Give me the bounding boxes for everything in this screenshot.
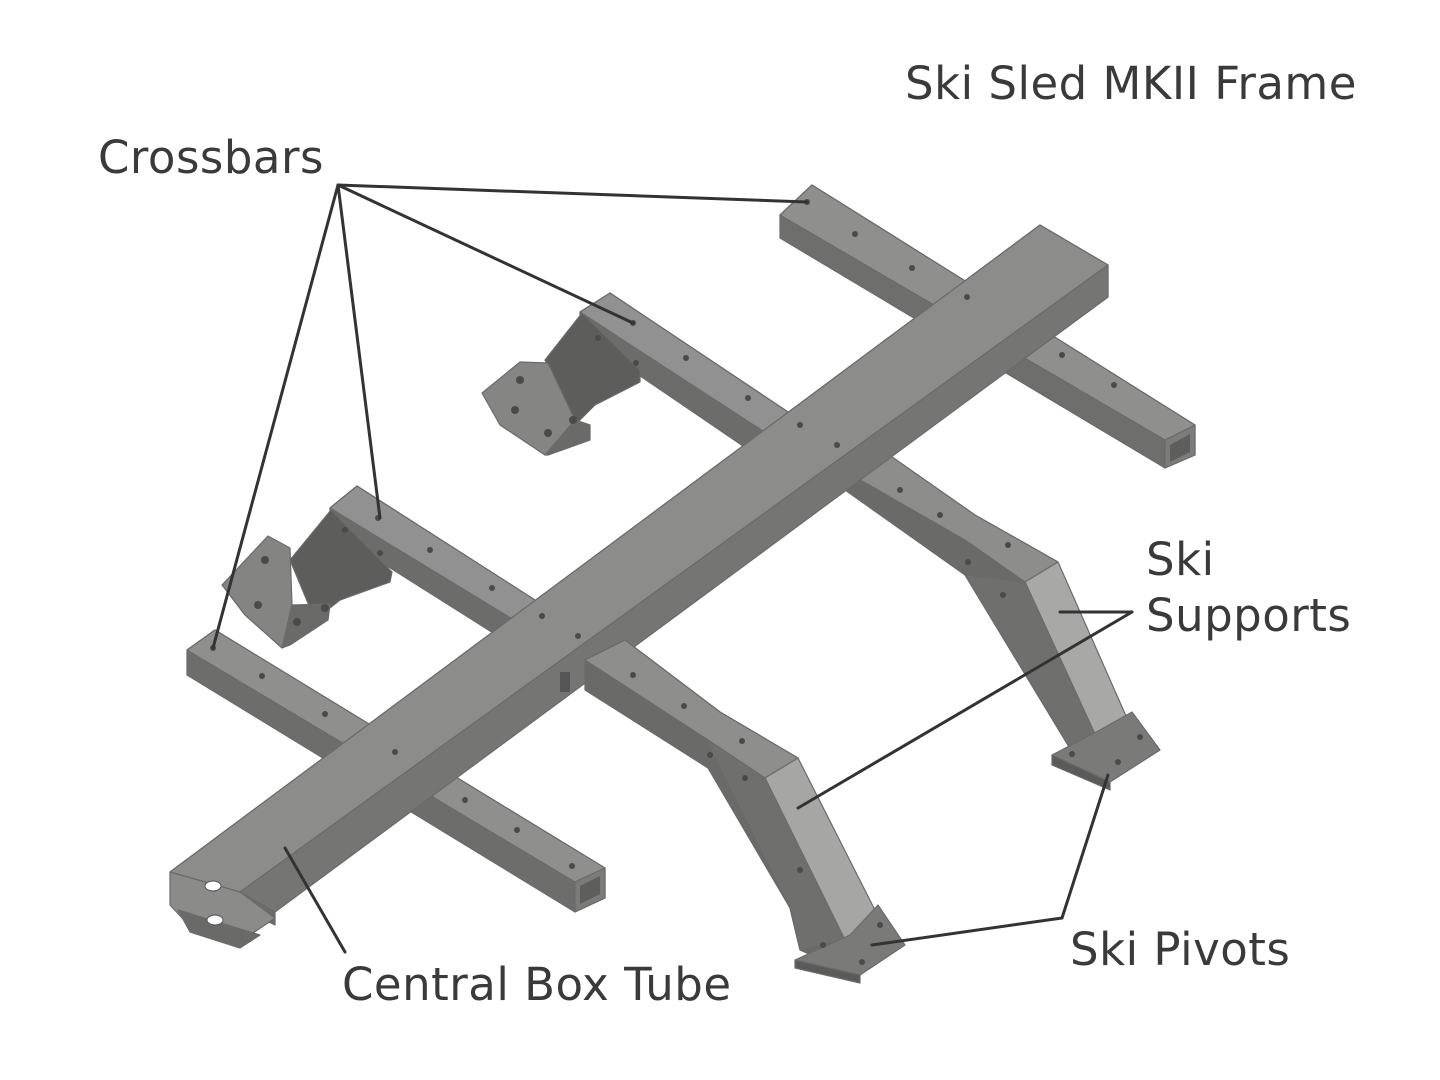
central-box-tube (169, 224, 1109, 949)
ski-support-right (842, 451, 1161, 791)
label-ski-supports-line1: Ski (1146, 533, 1215, 586)
leader-ski-pivots (1060, 773, 1110, 920)
ski-support-left (584, 639, 906, 984)
label-crossbars: Crossbars (98, 131, 324, 184)
leader-crossbars (336, 183, 809, 204)
leader-lines (211, 183, 1134, 954)
diagram-title: Ski Sled MKII Frame (905, 57, 1357, 110)
label-ski-supports: Ski Supports (1146, 532, 1351, 644)
label-central-box-tube: Central Box Tube (342, 958, 732, 1011)
label-ski-pivots: Ski Pivots (1070, 923, 1291, 976)
leader-central-box-tube (283, 846, 347, 954)
label-ski-supports-line2: Supports (1146, 589, 1352, 642)
